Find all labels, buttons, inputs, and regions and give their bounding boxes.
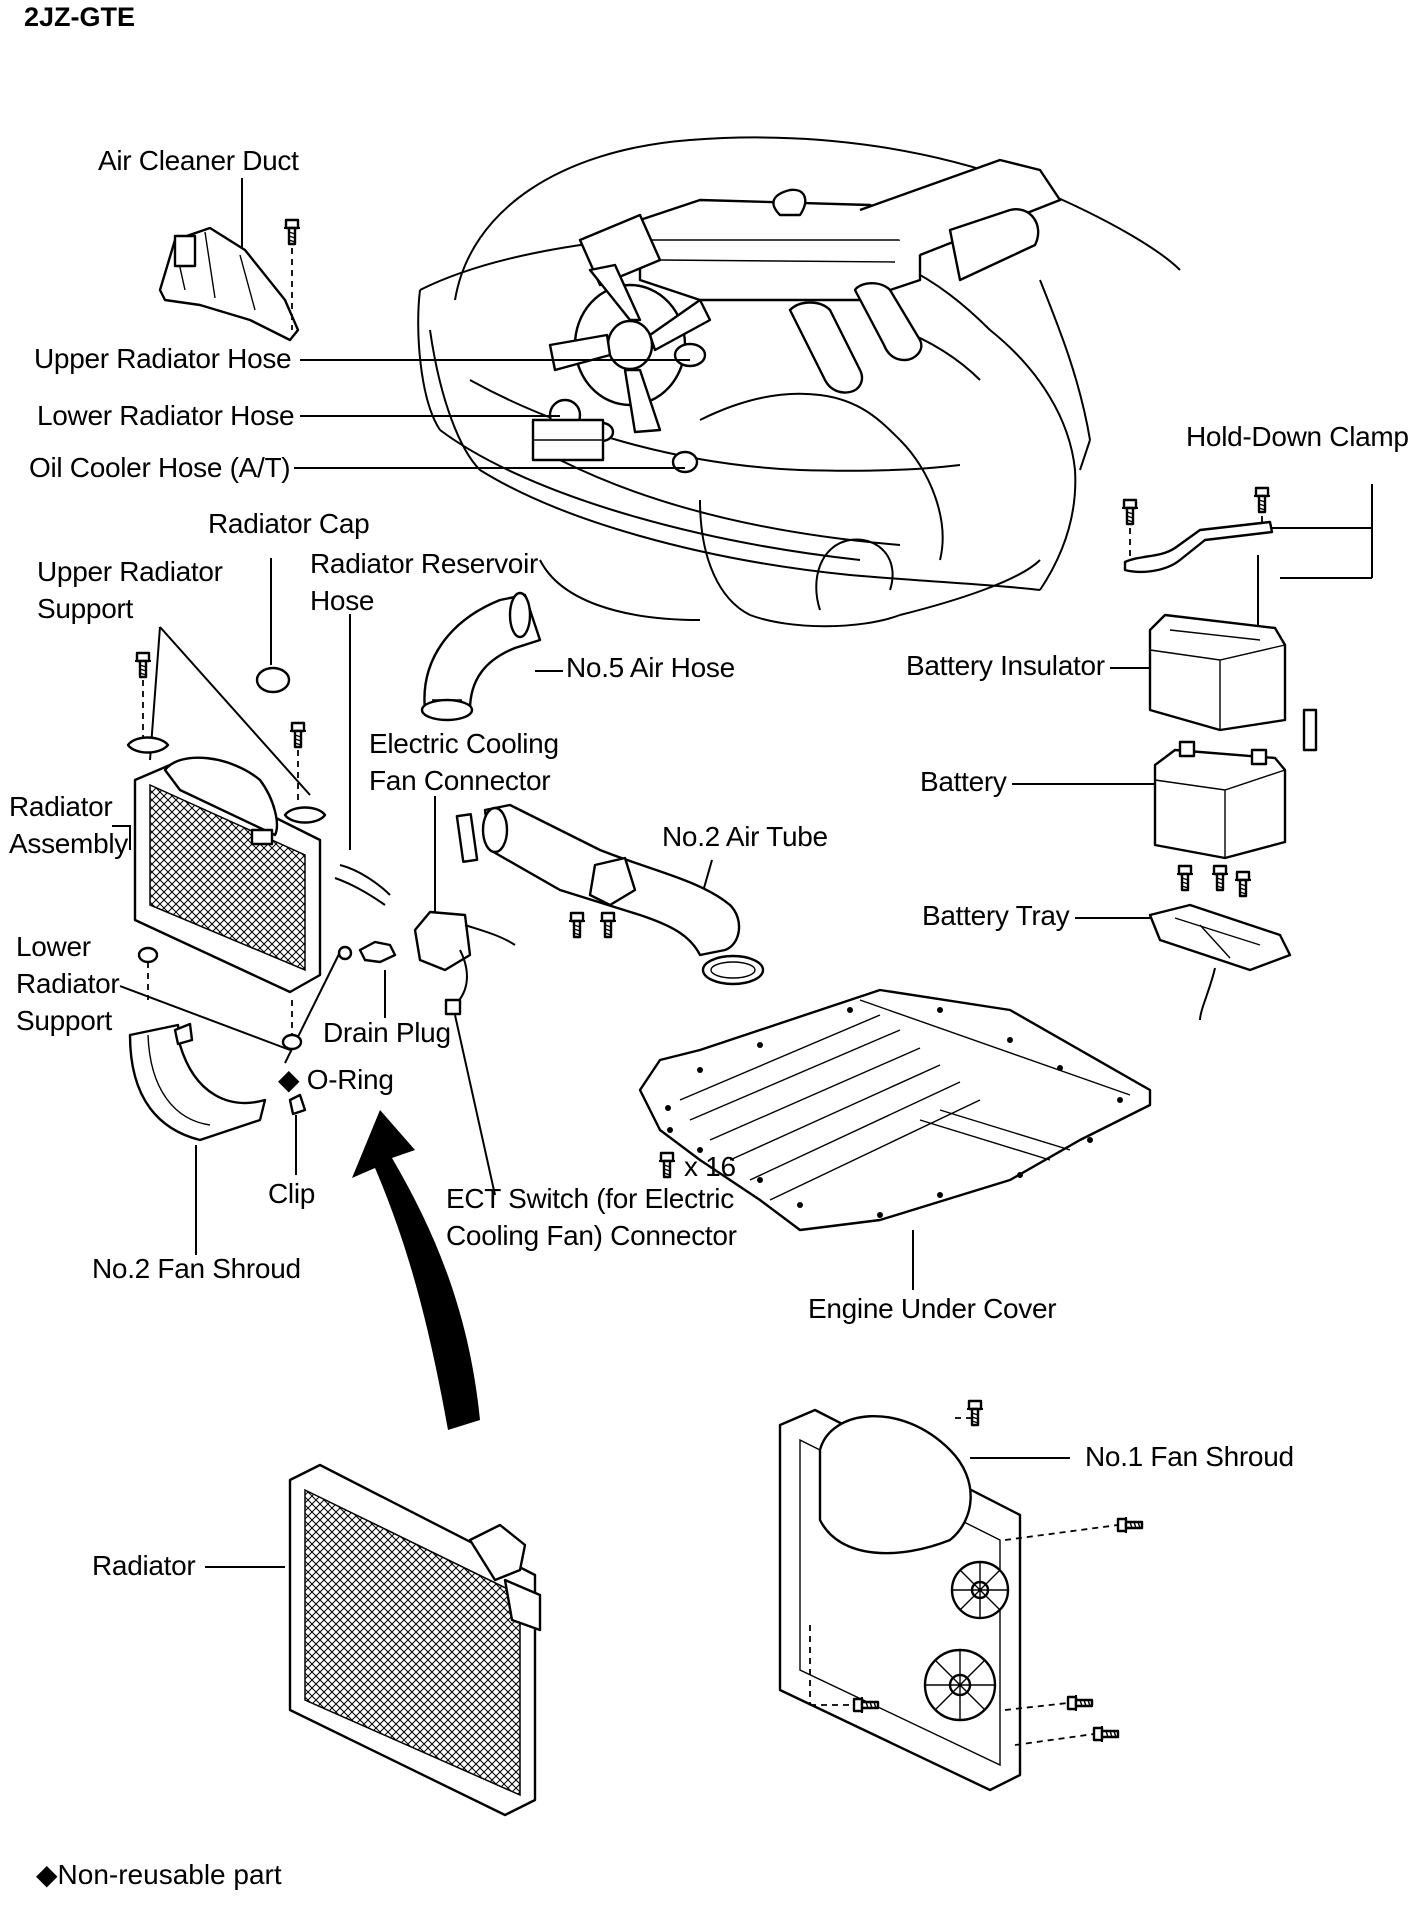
label-lower-radiator-support-line2: Radiator [16, 968, 120, 999]
engine-under-cover-part [638, 988, 1152, 1232]
upper-radiator-support-parts [126, 651, 327, 824]
label-battery-tray: Battery Tray [922, 900, 1070, 931]
radiator-assembly-part [133, 756, 397, 1051]
label-radiator-reservoir-hose-line2: Hose [310, 585, 375, 616]
label-no1-fan-shroud: No.1 Fan Shroud [1085, 1441, 1294, 1472]
label-upper-radiator-support-line2: Support [37, 593, 133, 624]
label-air-cleaner-duct: Air Cleaner Duct [98, 145, 299, 176]
engine-code-title: 2JZ-GTE [24, 2, 136, 32]
label-radiator-assembly-line1: Radiator [9, 791, 113, 822]
battery-assembly-parts [1120, 486, 1318, 1021]
label-lower-radiator-hose: Lower Radiator Hose [37, 400, 295, 431]
label-no5-air-hose: No.5 Air Hose [566, 652, 735, 683]
footnote-non-reusable: ◆Non-reusable part [36, 1859, 282, 1890]
label-electric-fan-connector-line1: Electric Cooling [369, 728, 559, 759]
label-upper-radiator-hose: Upper Radiator Hose [34, 343, 292, 374]
label-ect-switch-connector-line2: Cooling Fan) Connector [446, 1220, 737, 1251]
label-oil-cooler-hose: Oil Cooler Hose (A/T) [29, 452, 291, 483]
radiator-cap-part [255, 666, 291, 694]
label-lower-radiator-support-line1: Lower [16, 931, 91, 962]
no2-air-tube-part [481, 803, 765, 986]
label-bolt-count: x 16 [684, 1151, 736, 1182]
no5-air-hose-part [420, 591, 542, 722]
label-upper-radiator-support-line1: Upper Radiator [37, 556, 223, 587]
label-no2-air-tube: No.2 Air Tube [662, 821, 828, 852]
label-lower-radiator-support-line3: Support [16, 1005, 112, 1036]
label-o-ring: ◆ O-Ring [278, 1064, 394, 1095]
label-clip: Clip [268, 1178, 316, 1209]
label-drain-plug: Drain Plug [323, 1017, 451, 1048]
leader-lines [112, 178, 1373, 1568]
no2-fan-shroud-part [128, 1022, 307, 1142]
label-radiator: Radiator [92, 1550, 196, 1581]
label-radiator-reservoir-hose-line1: Radiator Reservoir [310, 548, 539, 579]
vehicle-engine-bay-drawing [417, 136, 1181, 628]
label-battery: Battery [920, 766, 1007, 797]
radiator-part [288, 1463, 542, 1817]
label-engine-under-cover: Engine Under Cover [808, 1293, 1057, 1324]
direction-arrow-icon [352, 1110, 480, 1430]
label-radiator-assembly-line2: Assembly [9, 828, 128, 859]
label-electric-fan-connector-line2: Fan Connector [369, 765, 551, 796]
electric-fan-connector-part [413, 813, 516, 1016]
label-battery-insulator: Battery Insulator [906, 650, 1105, 681]
label-hold-down-clamp: Hold-Down Clamp [1186, 421, 1409, 452]
label-no2-fan-shroud: No.2 Fan Shroud [92, 1253, 301, 1284]
label-radiator-cap: Radiator Cap [208, 508, 370, 539]
air-cleaner-duct-part [158, 218, 302, 342]
no1-fan-shroud-part [778, 1399, 1144, 1792]
label-ect-switch-connector-line1: ECT Switch (for Electric [446, 1183, 734, 1214]
